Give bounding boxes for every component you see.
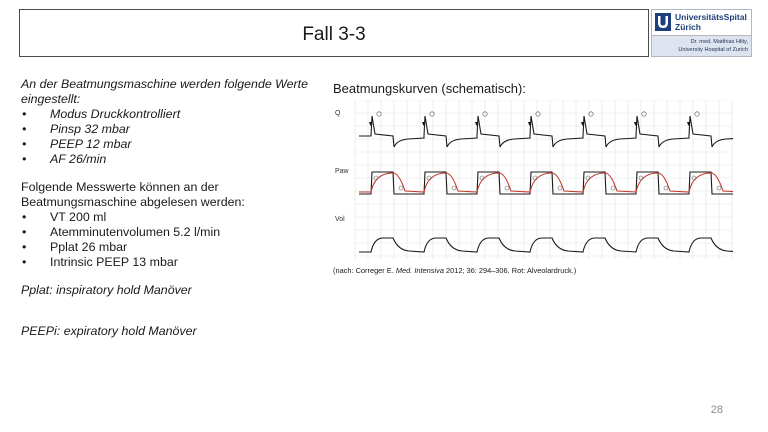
measured-intro: Folgende Messwerte können an der Beatmun…	[21, 180, 245, 209]
measured-item: Intrinsic PEEP 13 mbar	[21, 255, 321, 270]
title-box: Fall 3-3	[19, 9, 649, 57]
marker-icon	[482, 111, 488, 117]
arrow-icon	[634, 122, 637, 126]
panel-label-q: Q	[335, 110, 341, 117]
arrow-icon	[475, 122, 478, 126]
arrow-icon	[422, 122, 425, 126]
logo-name: UniversitätsSpital Zürich	[675, 12, 747, 32]
citation-journal: Med. Intensiva	[395, 266, 444, 275]
citation-pre: (nach: Correger E.	[333, 266, 396, 275]
author-line1: Dr. med. Matthias Hilty,	[690, 39, 748, 45]
pplat-note: Pplat: inspiratory hold Manöver	[21, 283, 192, 297]
marker-icon	[638, 175, 644, 181]
marker-icon	[373, 175, 379, 181]
alveolar-pressure-curve	[359, 172, 743, 193]
marker-icon	[504, 185, 510, 191]
arrow-icon	[581, 122, 584, 126]
measured-item: Pplat 26 mbar	[21, 240, 321, 255]
marker-icon	[479, 175, 485, 181]
logo-author-band: Dr. med. Matthias Hilty, University Hosp…	[652, 35, 751, 56]
usz-logo-icon	[655, 13, 671, 31]
panel-label-vol: Vol	[335, 216, 345, 223]
measured-item: Atemminutenvolumen 5.2 l/min	[21, 225, 321, 240]
peepi-note: PEEPi: expiratory hold Manöver	[21, 324, 197, 338]
arrow-icon	[369, 122, 372, 126]
measured-item: VT 200 ml	[21, 210, 321, 225]
settings-item: PEEP 12 mbar	[21, 137, 321, 152]
volume-curve	[359, 237, 743, 253]
measured-list: VT 200 ml Atemminutenvolumen 5.2 l/min P…	[21, 210, 321, 270]
hospital-logo: UniversitätsSpital Zürich Dr. med. Matth…	[651, 9, 752, 57]
marker-icon	[398, 185, 404, 191]
marker-icon	[376, 111, 382, 117]
flow-curve	[359, 115, 743, 148]
settings-item: Modus Druckkontrolliert	[21, 107, 321, 122]
marker-icon	[451, 185, 457, 191]
settings-item: Pinsp 32 mbar	[21, 122, 321, 137]
marker-icon	[532, 175, 538, 181]
citation: (nach: Correger E. Med. Intensiva 2012; …	[333, 266, 576, 275]
page-number: 28	[710, 404, 723, 416]
citation-post: 2012; 36: 294–306. Rot: Alveolardruck.)	[443, 266, 577, 275]
marker-icon	[557, 185, 563, 191]
settings-list: Modus Druckkontrolliert Pinsp 32 mbar PE…	[21, 107, 321, 167]
settings-intro: An der Beatmungsmaschine werden folgende…	[21, 77, 308, 106]
arrow-icon	[687, 122, 690, 126]
marker-icon	[429, 111, 435, 117]
marker-icon	[610, 185, 616, 191]
logo-name-line1: UniversitätsSpital	[675, 12, 747, 22]
marker-icon	[585, 175, 591, 181]
panel-label-paw: Paw	[335, 168, 350, 175]
marker-icon	[694, 111, 700, 117]
curves-title: Beatmungskurven (schematisch):	[333, 81, 526, 96]
marker-icon	[426, 175, 432, 181]
logo-header: UniversitätsSpital Zürich	[652, 10, 751, 34]
case-text: An der Beatmungsmaschine werden folgende…	[21, 77, 321, 339]
settings-item: AF 26/min	[21, 152, 321, 167]
author-line2: University Hospital of Zurich	[678, 47, 748, 53]
airway-pressure-curve	[359, 171, 742, 195]
marker-icon	[691, 175, 697, 181]
marker-icon	[588, 111, 594, 117]
marker-icon	[641, 111, 647, 117]
logo-name-line2: Zürich	[675, 22, 701, 32]
marker-icon	[535, 111, 541, 117]
marker-icon	[716, 185, 722, 191]
slide-title: Fall 3-3	[302, 24, 366, 45]
arrow-icon	[528, 122, 531, 126]
marker-icon	[663, 185, 669, 191]
